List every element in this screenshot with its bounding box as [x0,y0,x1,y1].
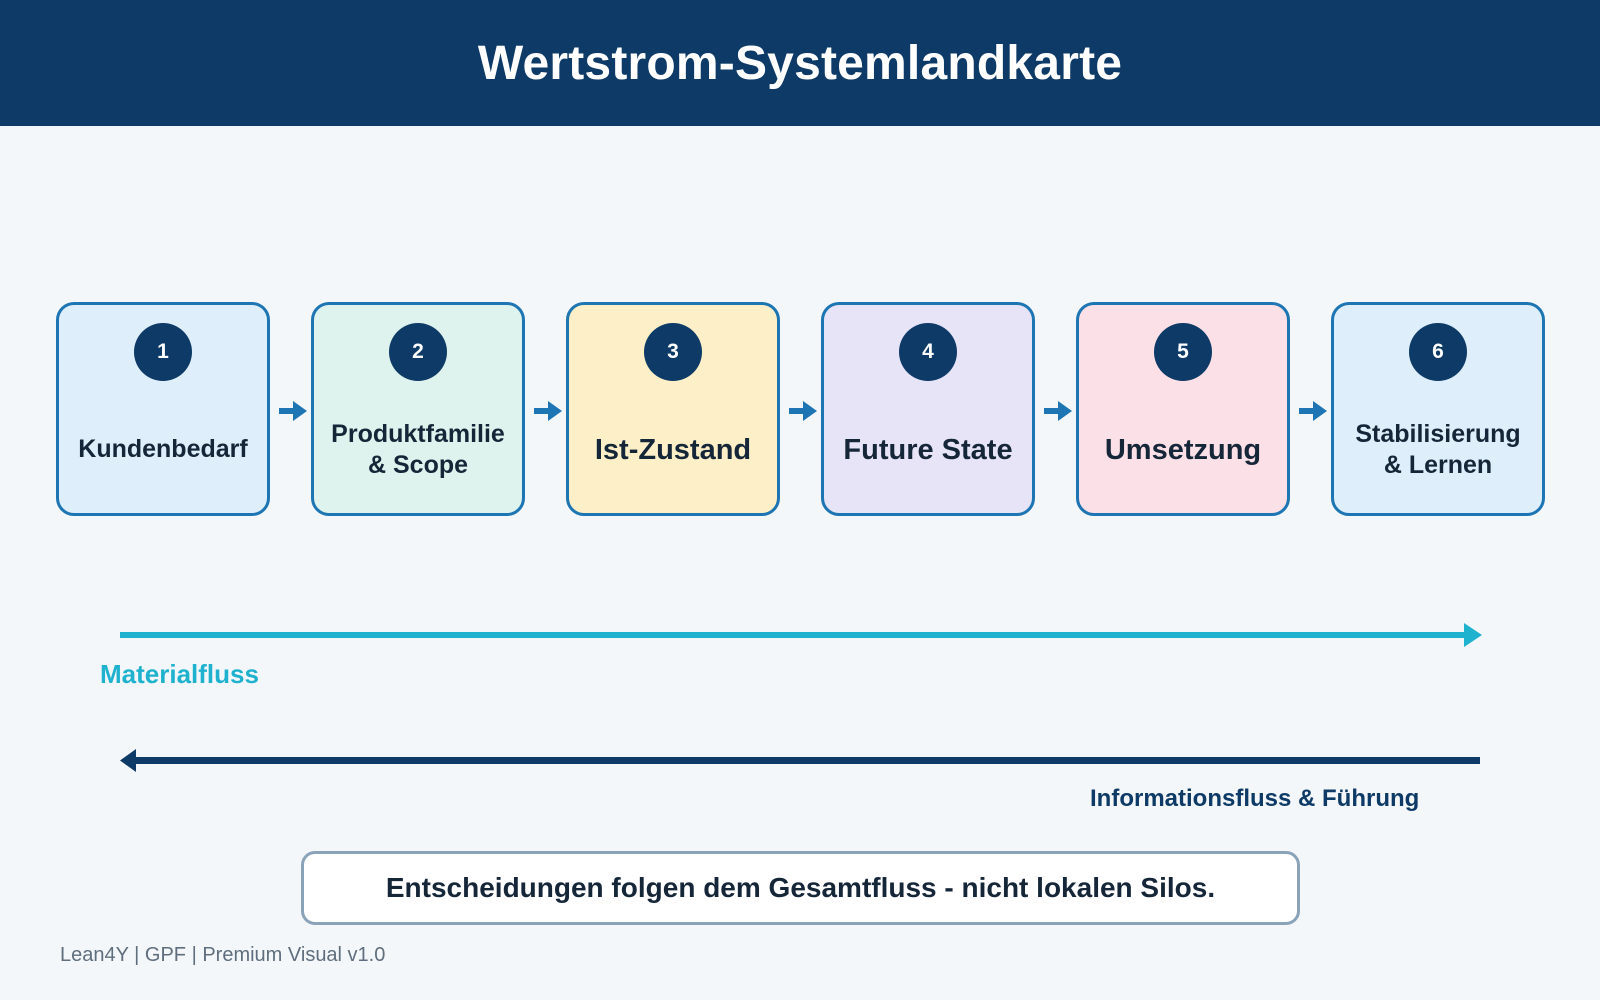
material-flow-label: Materialfluss [100,659,259,689]
step-number-badge: 2 [389,323,447,381]
arrow-right-icon [534,401,562,421]
step-number-badge: 4 [899,323,957,381]
footer-credit: Lean4Y | GPF | Premium Visual v1.0 [60,944,386,966]
step-label: Ist-Zustand [594,433,752,466]
step-card-5: 5 Umsetzung [1076,302,1290,516]
arrow-right-icon [1044,401,1072,421]
principle-callout: Entscheidungen folgen dem Gesamtfluss - … [301,851,1300,925]
step-number-badge: 5 [1154,323,1212,381]
arrow-right-icon [789,401,817,421]
step-number-badge: 3 [644,323,702,381]
material-flow-arrow [120,623,1482,647]
step-number-badge: 1 [134,323,192,381]
step-card-1: 1 Kundenbedarf [56,302,270,516]
step-card-2: 2 Produktfamilie & Scope [311,302,525,516]
information-flow-label: Informationsfluss & Führung [1090,785,1420,812]
step-label: Future State [843,433,1013,466]
step-label: Umsetzung [1104,433,1262,466]
step-card-3: 3 Ist-Zustand [566,302,780,516]
step-number-badge: 6 [1409,323,1467,381]
step-label: Kundenbedarf [78,435,248,464]
arrow-right-icon [1299,401,1327,421]
step-label: Stabilisierung & Lernen [1355,419,1521,479]
callout-text: Entscheidungen folgen dem Gesamtfluss - … [385,872,1216,903]
arrow-right-icon [279,401,307,421]
information-flow-arrow [120,749,1480,772]
page-title: Wertstrom-Systemlandkarte [477,36,1123,90]
step-card-4: 4 Future State [821,302,1035,516]
header-bar: Wertstrom-Systemlandkarte [0,0,1600,126]
step-card-6: 6 Stabilisierung & Lernen [1331,302,1545,516]
step-label: Produktfamilie & Scope [331,419,505,479]
